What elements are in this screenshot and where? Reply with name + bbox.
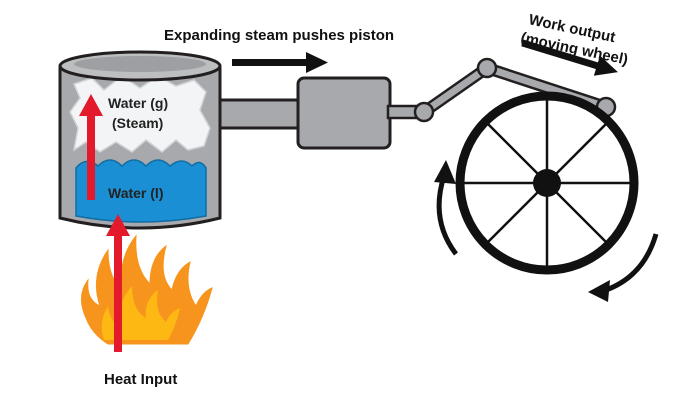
steam-label: (Steam) bbox=[112, 115, 163, 131]
crank-linkage bbox=[413, 57, 617, 123]
wheel-hub bbox=[533, 169, 561, 197]
steam-pipe bbox=[218, 98, 302, 130]
heat-arrow-upper bbox=[79, 94, 103, 200]
up-arrow-icon bbox=[79, 94, 103, 116]
boiler bbox=[58, 50, 222, 230]
right-arrow-icon bbox=[593, 55, 618, 76]
right-arrow-icon bbox=[306, 52, 328, 73]
wheel-spokes bbox=[462, 98, 632, 268]
water-liquid-label: Water (l) bbox=[108, 185, 163, 201]
curved-arrow-icon bbox=[588, 280, 610, 302]
water-gas-label: Water (g) bbox=[108, 95, 168, 111]
wheel-rim bbox=[455, 91, 639, 275]
push-arrow bbox=[232, 52, 328, 73]
steam-region bbox=[69, 75, 211, 153]
flame-icon bbox=[81, 234, 213, 345]
piston-cylinder bbox=[296, 76, 392, 150]
heat-input-label: Heat Input bbox=[104, 371, 177, 388]
work-arrow bbox=[521, 39, 618, 76]
up-arrow-icon bbox=[106, 214, 130, 236]
joint-middle bbox=[476, 57, 498, 79]
water-region bbox=[75, 159, 207, 223]
joint-piston bbox=[413, 101, 435, 123]
curved-arrow-icon bbox=[434, 160, 456, 184]
rotation-arrow-left bbox=[434, 160, 459, 256]
rotation-arrow-bottom bbox=[588, 233, 659, 302]
expanding-steam-label: Expanding steam pushes piston bbox=[164, 27, 394, 44]
wheel bbox=[455, 91, 639, 275]
heat-arrow-lower bbox=[106, 214, 130, 352]
